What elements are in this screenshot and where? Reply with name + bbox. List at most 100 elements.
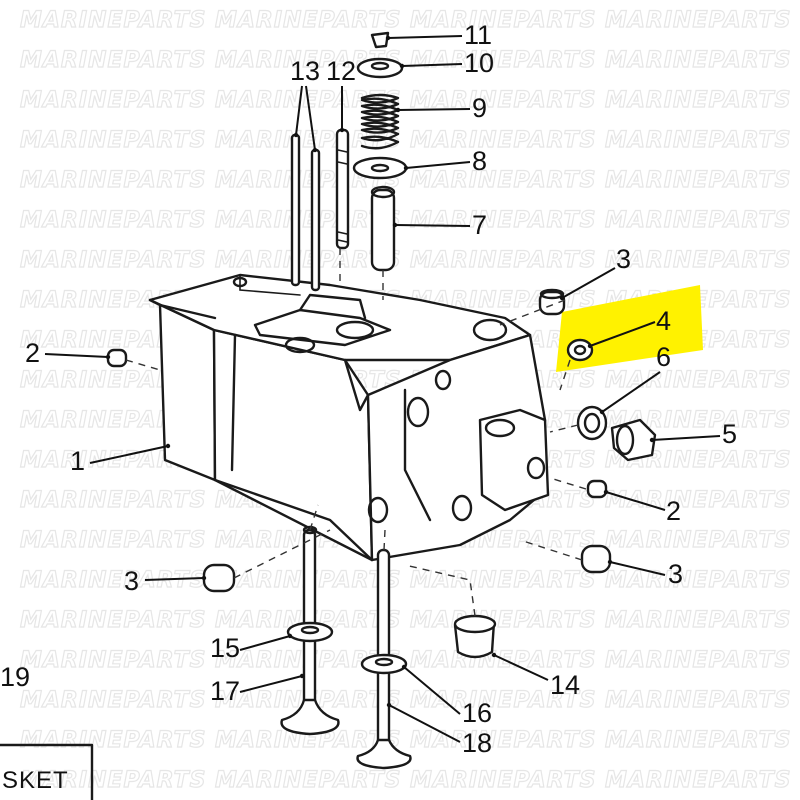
- watermark-text: MARINEPARTS: [410, 688, 596, 713]
- leader-arrow-2: [105, 354, 111, 360]
- plug-part-2-right[interactable]: [586, 479, 608, 499]
- gasket-ring-part-6[interactable]: [576, 405, 608, 441]
- callout-label-18[interactable]: 18: [462, 728, 492, 758]
- leader-line-14: [493, 654, 549, 681]
- plug-part-5[interactable]: [610, 418, 657, 462]
- watermark-text: MARINEPARTS: [605, 528, 791, 553]
- callout-label-6[interactable]: 6: [656, 342, 671, 372]
- leader-line-2: [605, 491, 666, 511]
- leader-line-5: [651, 435, 721, 441]
- leader-arrow-11: [385, 35, 391, 41]
- watermark-text: MARINEPARTS: [20, 128, 206, 153]
- watermark-text: MARINEPARTS: [605, 8, 791, 33]
- rod-part-12[interactable]: [335, 128, 350, 250]
- leader-arrow-2: [603, 489, 609, 495]
- leader-arrow-13: [293, 132, 299, 138]
- valve-spring-part-9[interactable]: [360, 93, 400, 150]
- callout-label-14[interactable]: 14: [550, 670, 580, 700]
- leader-arrow-16: [401, 664, 407, 670]
- watermark-text: MARINEPARTS: [20, 248, 206, 273]
- leader-line-3: [144, 577, 205, 581]
- plug-part-2-left[interactable]: [106, 348, 128, 368]
- watermark-text: MARINEPARTS: [20, 8, 206, 33]
- watermark-text: MARINEPARTS: [410, 608, 596, 633]
- sleeve-part-14[interactable]: [453, 614, 497, 659]
- callout-label-15[interactable]: 15: [210, 633, 240, 663]
- callout-label-17[interactable]: 17: [210, 676, 240, 706]
- leader-arrow-18: [386, 702, 392, 708]
- nut-part-4[interactable]: [566, 338, 594, 362]
- cup-part-3-right[interactable]: [580, 544, 612, 574]
- seal-part-15[interactable]: [286, 621, 334, 643]
- watermark-text: MARINEPARTS: [605, 608, 791, 633]
- leader-arrow-3: [201, 575, 207, 581]
- watermark-text: MARINEPARTS: [410, 568, 596, 593]
- watermark-text: MARINEPARTS: [605, 168, 791, 193]
- leader-line-9: [397, 108, 471, 111]
- watermark-text: MARINEPARTS: [20, 608, 206, 633]
- callout-label-12[interactable]: 12: [326, 56, 356, 86]
- cup-part-3-top[interactable]: [538, 288, 566, 316]
- callout-label-9[interactable]: 9: [472, 93, 487, 123]
- watermark-text: MARINEPARTS: [410, 48, 596, 73]
- callout-label-11[interactable]: 11: [464, 20, 492, 50]
- watermark-text: MARINEPARTS: [215, 208, 401, 233]
- watermark-text: MARINEPARTS: [605, 648, 791, 673]
- callout-label-7[interactable]: 7: [472, 210, 487, 240]
- callout-label-8[interactable]: 8: [472, 146, 487, 176]
- callout-label-10[interactable]: 10: [464, 48, 494, 78]
- watermark-text: MARINEPARTS: [605, 728, 791, 753]
- cylinder-head-block[interactable]: [148, 273, 550, 562]
- callout-label-1[interactable]: 1: [70, 446, 85, 476]
- valve-part-17[interactable]: [280, 525, 340, 736]
- leader-line-1: [89, 445, 169, 464]
- watermark-text: MARINEPARTS: [605, 568, 791, 593]
- inset-box-part-19[interactable]: SKET: [0, 743, 94, 800]
- cap-part-11[interactable]: [370, 31, 390, 49]
- leader-arrow-5: [649, 437, 655, 443]
- leader-arrow-17: [299, 673, 305, 679]
- leader-arrow-10: [399, 63, 405, 69]
- callout-label-3[interactable]: 3: [616, 244, 631, 274]
- callout-label-16[interactable]: 16: [462, 698, 492, 728]
- watermark-text: MARINEPARTS: [605, 368, 791, 393]
- leader-arrow-15: [287, 633, 293, 639]
- seal-part-16[interactable]: [360, 653, 408, 675]
- leader-arrow-7: [392, 222, 398, 228]
- cup-part-3-left[interactable]: [202, 563, 236, 593]
- callout-label-13[interactable]: 13: [290, 56, 320, 86]
- watermark-text: MARINEPARTS: [410, 168, 596, 193]
- leader-line-3: [561, 267, 616, 299]
- retainer-part-10[interactable]: [356, 57, 404, 79]
- valve-guide-part-7[interactable]: [370, 185, 396, 272]
- callout-label-19[interactable]: 19: [0, 662, 30, 692]
- callout-label-4[interactable]: 4: [656, 306, 671, 336]
- watermark-text: MARINEPARTS: [20, 728, 206, 753]
- watermark-text: MARINEPARTS: [605, 688, 791, 713]
- watermark-text: MARINEPARTS: [605, 128, 791, 153]
- callout-label-3[interactable]: 3: [668, 559, 683, 589]
- assembly-dash-lines: [125, 248, 587, 617]
- washer-part-8[interactable]: [352, 156, 408, 180]
- leader-line-15: [239, 635, 291, 651]
- leader-arrow-13: [312, 147, 318, 153]
- watermark-text: MARINEPARTS: [605, 248, 791, 273]
- valve-part-18[interactable]: [356, 548, 412, 770]
- leader-arrow-9: [395, 107, 401, 113]
- inset-gasket-text: SKET: [2, 767, 69, 794]
- leader-line-6: [601, 371, 661, 413]
- watermark-text: MARINEPARTS: [605, 768, 791, 793]
- leader-line-13: [305, 85, 316, 151]
- leader-line-17: [239, 675, 303, 693]
- callout-label-3[interactable]: 3: [124, 566, 139, 596]
- watermark-text: MARINEPARTS: [605, 88, 791, 113]
- callout-label-5[interactable]: 5: [722, 419, 737, 449]
- callout-label-2[interactable]: 2: [666, 496, 681, 526]
- watermark-text: MARINEPARTS: [410, 128, 596, 153]
- watermark-text: MARINEPARTS: [410, 248, 596, 273]
- callout-label-2[interactable]: 2: [25, 338, 40, 368]
- watermark-text: MARINEPARTS: [20, 528, 206, 553]
- watermark-text: MARINEPARTS: [215, 8, 401, 33]
- leader-arrow-4: [587, 343, 593, 349]
